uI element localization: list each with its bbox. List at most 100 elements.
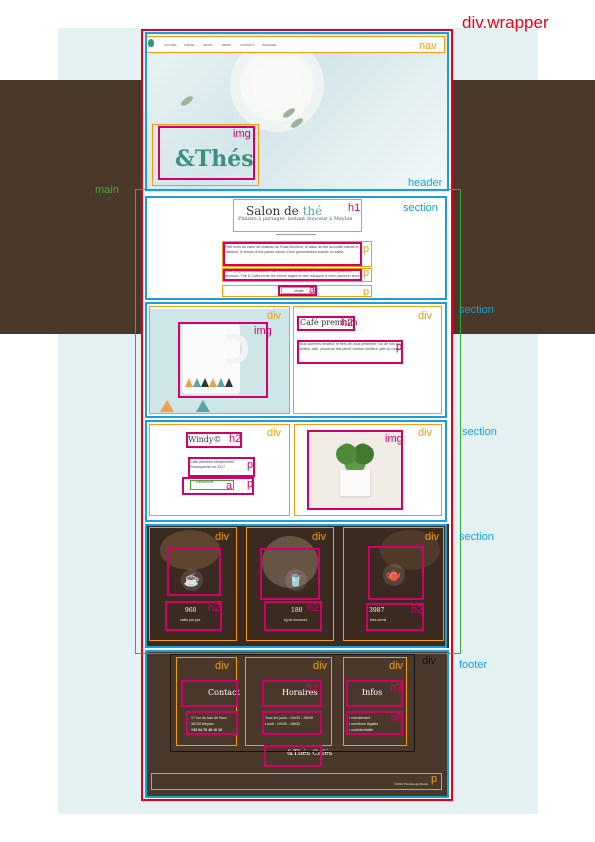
h2-label: h2: [341, 317, 354, 329]
infos-link-mentions[interactable]: • mentions légales: [349, 722, 379, 726]
h2-label: h2: [306, 682, 319, 694]
windy-section-box: [145, 420, 447, 522]
coffee-cup-icon: ☕: [181, 569, 203, 591]
plant-pot: [340, 470, 370, 496]
intro-p2-box: [222, 268, 372, 282]
stat-value-douceurs: 180: [291, 607, 303, 614]
div-label: div: [267, 427, 282, 439]
contact-line: 38700 Meylan: [191, 722, 214, 726]
stat-div-box-3: [343, 527, 444, 641]
windy-a-box: [190, 480, 234, 490]
a-label: a: [309, 284, 316, 296]
drink-icon: 🥤: [285, 569, 307, 591]
stat-text-box-2: [264, 601, 322, 631]
footer-logo[interactable]: &Thés Cafés: [287, 749, 333, 757]
hero-img-box: [158, 126, 255, 180]
h2-label: h2: [208, 602, 221, 614]
nav-label: nav: [419, 40, 437, 52]
triangle-decor: [201, 378, 209, 387]
windy-paragraph: Café premium exceptionnel. Récompensé en…: [190, 460, 235, 470]
intro-p1-box: [222, 241, 372, 267]
wrapper-box: [141, 29, 453, 801]
stat-value-cafes: 960: [185, 607, 197, 614]
h1-label: h1: [348, 202, 361, 214]
horaires-h2-box: [262, 680, 322, 707]
intro-subtitle: Plaisirs à partager, instant douceur à M…: [238, 216, 353, 222]
div-label: div: [215, 531, 230, 543]
p-label: p: [247, 478, 254, 490]
windy-section-label: section: [462, 426, 497, 438]
infos-link-confidentialite[interactable]: • confidentialité: [349, 728, 374, 732]
h2-label: h2: [411, 604, 424, 616]
h2-label: h2: [390, 682, 403, 694]
nav-item-infos[interactable]: INFOS: [203, 43, 213, 47]
horaires-line: Tous les jours : 10h30 - 19h30: [265, 716, 314, 720]
ul-label: ul: [391, 712, 400, 724]
intro-title-main: Salon de: [246, 204, 303, 218]
stat-caption-douceurs: kg de douceurs: [284, 618, 308, 622]
nav-logo-icon[interactable]: [148, 39, 154, 47]
nav-item-inscrire[interactable]: INSCRIRE: [262, 43, 277, 47]
div-label: div: [215, 660, 230, 672]
mug-handle-shape: [226, 334, 248, 364]
horaires-p-box: [262, 711, 322, 735]
windy-p-box: [188, 457, 255, 477]
footer-box: [145, 650, 449, 798]
div-label: div: [418, 427, 433, 439]
triangle-decor: [185, 378, 193, 387]
cafe-section-label: section: [459, 304, 494, 316]
footer-label: footer: [459, 659, 488, 671]
intro-paragraph-1: Petit écrin au cœur de château de Rosa B…: [225, 245, 359, 255]
stat-text-box-3: [366, 603, 424, 631]
plant-leaves: [334, 442, 376, 472]
cafe-title: Café premium: [300, 318, 358, 327]
infos-ul-box: [346, 711, 403, 735]
hero-logo: &Thés: [175, 146, 254, 172]
contact-h2-box: [181, 680, 238, 707]
navbar: [145, 36, 445, 52]
intro-title-accent: thé: [302, 204, 323, 218]
horaires-line: Lundi : 10h30 - 18h30: [265, 722, 300, 726]
stat-value-thes: 3987: [369, 607, 385, 614]
nav-item-news[interactable]: NEWS: [222, 43, 231, 47]
photo-texture: [380, 530, 440, 570]
triangle-decor: [217, 378, 225, 387]
footer-logo-box: [264, 745, 322, 767]
header-label: header: [408, 177, 443, 189]
intro-section-box: [145, 196, 447, 300]
infos-link-recrutement[interactable]: • recrutement: [349, 716, 371, 720]
nav-item-carte[interactable]: CARTE: [184, 43, 195, 47]
stat-div-box-2: [246, 527, 334, 641]
nav-item-contact[interactable]: CONTACT: [240, 43, 255, 47]
img-label: img: [385, 433, 403, 445]
intro-title: Salon de thé: [246, 204, 322, 218]
div-label: div: [313, 660, 328, 672]
hero-img-label: img: [233, 128, 251, 140]
tea-cup-inner: [252, 60, 302, 110]
cafe-h2-box: [297, 316, 355, 331]
stat-div-box-1: [149, 527, 237, 641]
windy-img-box: [307, 430, 403, 510]
h2-label: h2: [307, 602, 320, 614]
stat-icon-box-1: [167, 548, 221, 596]
stat-icon-box-3: [368, 546, 424, 600]
footer-contact-title: Contact: [208, 688, 240, 697]
contact-phone[interactable]: +33 04 76 48 10 10: [191, 728, 223, 732]
windy-h2-box: [186, 432, 242, 448]
p-label: p: [247, 459, 254, 471]
photo-texture: [160, 530, 220, 570]
stats-background: [145, 524, 449, 648]
stat-text-box-1: [165, 601, 222, 631]
contact-line: 17 rue du bac de l'isoz: [191, 716, 227, 720]
contact-p-box: [186, 711, 238, 735]
a-label: a: [226, 480, 233, 492]
nav-item-accueil[interactable]: ACCUEIL: [164, 43, 178, 47]
windy-link[interactable]: Découvrir: [196, 479, 214, 484]
intro-title-div-box: [233, 199, 362, 232]
cafe-img-div-box: [149, 306, 290, 414]
footer-inner-div-box: [170, 654, 415, 752]
visit-a-box: [278, 285, 317, 296]
div-label: div: [422, 655, 437, 667]
img-label: img: [254, 325, 272, 337]
